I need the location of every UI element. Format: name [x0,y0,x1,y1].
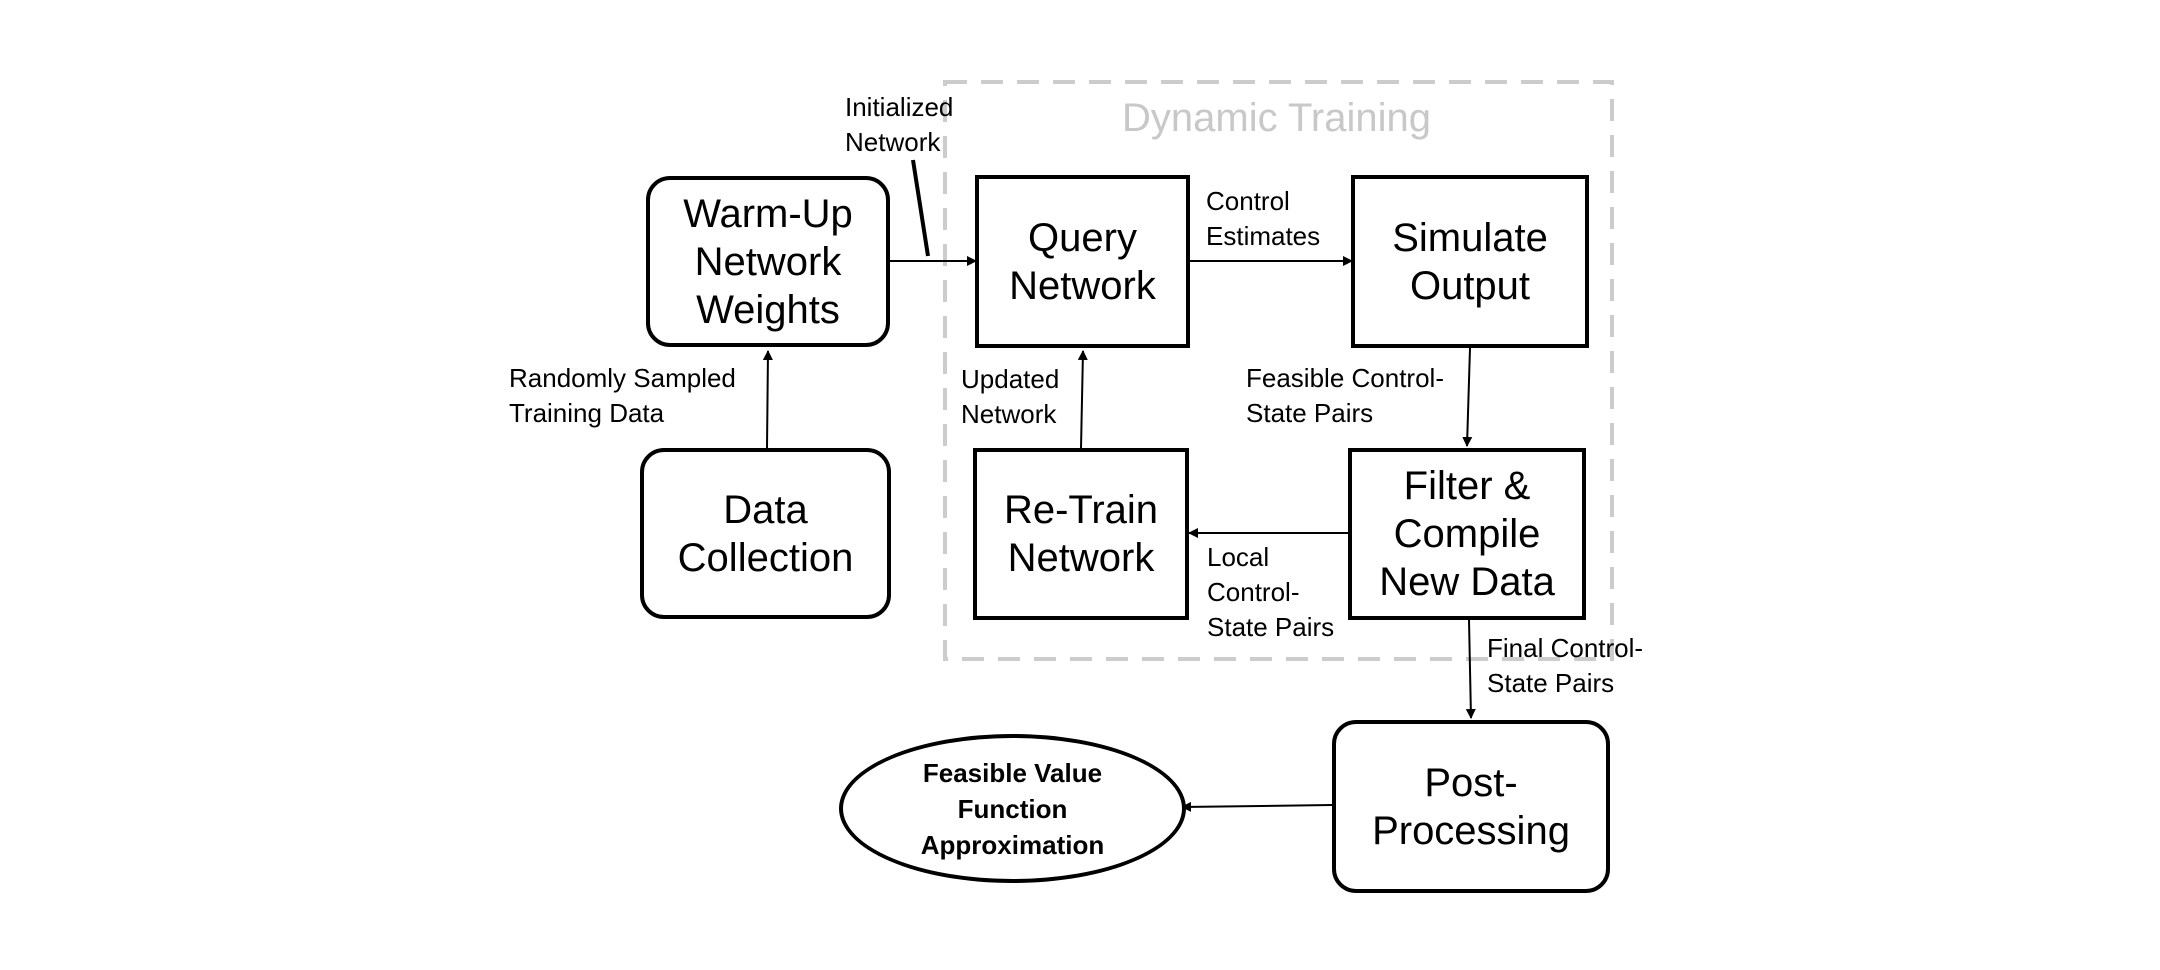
dynamic-training-title: Dynamic Training [1122,96,1432,140]
query-network-node: Query Network [975,175,1190,348]
arrow-postprocessing-to-approximation [1181,801,1333,812]
arrow-retrain-to-query [1077,350,1088,449]
control-estimates-label: Control Estimates [1206,186,1321,251]
updated-network-label: Updated Network [961,364,1060,429]
re-train-network-node: Re-Train Network [973,448,1189,620]
simulate-output-node: Simulate Output [1351,175,1589,348]
dynamic-training-region [943,80,1614,661]
feasible-control-state-pairs-label: Feasible Control- State Pairs [1246,363,1444,428]
filter-compile-new-data-node: Filter & Compile New Data [1348,448,1586,620]
data-collection-node: Data Collection [640,448,891,619]
feasible-value-function-approximation-node: Feasible Value Function Approximation [839,734,1186,883]
initialized-network-pointer [911,159,930,257]
randomly-sampled-training-data-label: Randomly Sampled Training Data [509,363,736,428]
local-control-state-pairs-label: Local Control- State Pairs [1207,542,1335,642]
warm-up-network-weights-node: Warm-Up Network Weights [646,176,890,347]
post-processing-node: Post- Processing [1332,720,1610,893]
arrow-simulate-to-filter [1462,347,1473,447]
arrow-filter-to-postprocessing [1465,619,1476,719]
initialized-network-label: Initialized Network [845,92,954,157]
arrow-datacollection-to-warmup [762,350,773,449]
final-control-state-pairs-label: Final Control- State Pairs [1487,633,1644,698]
